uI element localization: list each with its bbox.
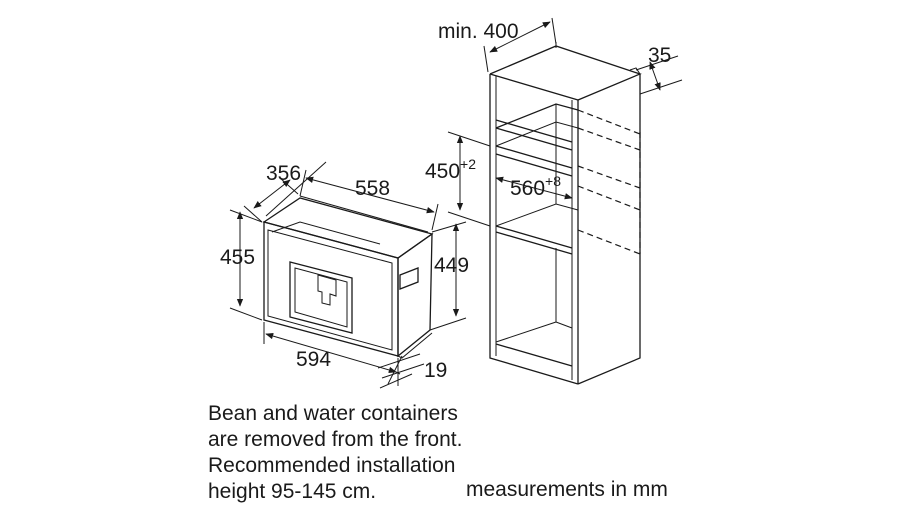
- installation-note: Bean and water containers are removed fr…: [208, 401, 462, 505]
- dim-depth: 356: [266, 162, 301, 185]
- cabinet-dimensions: [447, 17, 683, 227]
- note-line-1: Bean and water containers: [208, 402, 458, 425]
- appliance-dimensions: [229, 161, 467, 389]
- note-line-2: are removed from the front.: [208, 428, 463, 451]
- dim-width-bottom: 594: [296, 348, 331, 371]
- niche-width-tolerance: +8: [545, 173, 561, 189]
- cabinet-drawing: [489, 42, 642, 385]
- units-label: measurements in mm: [466, 478, 668, 501]
- dim-gap: 35: [648, 44, 671, 67]
- dim-width-top: 558: [355, 177, 390, 200]
- appliance-drawing: [262, 197, 434, 359]
- niche-width-value: 560: [510, 177, 545, 200]
- dim-panel-offset: 19: [424, 359, 447, 382]
- dim-niche-width: 560+8: [510, 173, 561, 200]
- dim-height-left: 455: [220, 246, 255, 269]
- niche-height-tolerance: +2: [460, 156, 476, 172]
- dim-height-right: 449: [434, 254, 469, 277]
- dim-min-depth: min. 400: [438, 20, 519, 43]
- niche-height-value: 450: [425, 160, 460, 183]
- note-line-4: height 95-145 cm.: [208, 480, 377, 503]
- dim-niche-height: 450+2: [425, 156, 476, 183]
- note-line-3: Recommended installation: [208, 454, 456, 477]
